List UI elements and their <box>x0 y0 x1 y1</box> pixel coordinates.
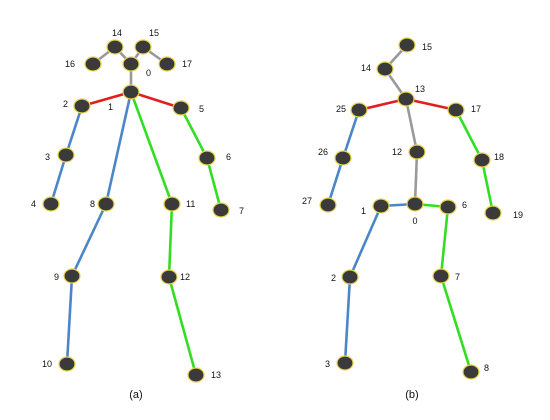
panel-a-joint-13 <box>187 367 205 383</box>
panel-a-bone-1-5 <box>129 90 183 110</box>
panel-a-joint-label-0: 0 <box>146 68 151 78</box>
panel-b-joint-25 <box>350 102 368 118</box>
panel-a-joint-16 <box>84 56 102 72</box>
panel-b-joint-18 <box>473 152 491 168</box>
panel-b-joint-13 <box>397 91 415 107</box>
panel-b-joint-7 <box>432 268 450 284</box>
panel-a-joint-9 <box>63 268 81 284</box>
panel-a-joint-15 <box>134 39 152 55</box>
panel-a-joint-label-13: 13 <box>211 370 221 380</box>
panel-b-joint-label-8: 8 <box>484 363 489 373</box>
panel-a-bone-12-13 <box>167 275 198 377</box>
panel-a-joint-4 <box>42 196 60 212</box>
panel-a-joint-0 <box>122 56 140 72</box>
panel-a-joint-label-16: 16 <box>65 59 75 69</box>
panel-b-joint-3 <box>336 355 354 371</box>
panel-a-joint-label-10: 10 <box>42 359 52 369</box>
panel-b-bone-25-26 <box>341 108 361 160</box>
panel-b-joint-label-17: 17 <box>471 104 481 114</box>
panel-b-joint-label-1: 1 <box>361 206 366 216</box>
panel-b-bone-1-2 <box>348 204 383 279</box>
panel-a-joint-label-12: 12 <box>180 272 190 282</box>
panel-a-joint-5 <box>172 100 190 116</box>
panel-b-joint-label-26: 26 <box>318 147 328 157</box>
panel-a-joint-label-17: 17 <box>182 59 192 69</box>
panel-b-joint-label-27: 27 <box>302 196 312 206</box>
panel-b-bone-12-0 <box>413 150 419 206</box>
panel-b-joint-label-7: 7 <box>455 272 460 282</box>
panel-a-bone-6-7 <box>205 156 223 212</box>
panel-b-joint-2 <box>341 269 359 285</box>
panel-a-joint-label-11: 11 <box>186 199 195 209</box>
panel-a-joint-label-4: 4 <box>31 199 36 209</box>
panel-a-joint-label-5: 5 <box>199 104 204 114</box>
panel-b-joint-27 <box>319 197 337 213</box>
panel-a-joint-label-9: 9 <box>54 272 59 282</box>
panel-a-bone-3-4 <box>49 153 68 206</box>
panel-b-joint-0 <box>406 196 424 212</box>
panel-a-joint-label-2: 2 <box>63 99 68 109</box>
panel-a-joint-6 <box>198 150 216 166</box>
panel-b-joint-label-0: 0 <box>412 216 417 226</box>
panel-a-joint-2 <box>73 98 91 114</box>
panel-a-joint-11 <box>163 196 181 212</box>
panel-b-joint-1 <box>372 198 390 214</box>
panel-a-bone-11-12 <box>167 202 174 279</box>
panel-b-joint-label-15: 15 <box>422 42 432 52</box>
panel-a-bone-5-6 <box>179 106 209 160</box>
panel-a-joint-8 <box>97 196 115 212</box>
panel-a-joint-7 <box>212 202 230 218</box>
panel-a-joint-label-7: 7 <box>239 206 244 216</box>
panel-b-bone-26-27 <box>326 156 345 207</box>
panel-b-bone-6-7 <box>439 205 450 278</box>
panel-a-bone-9-10 <box>65 274 74 366</box>
panel-a-joint-10 <box>58 356 76 372</box>
panel-b-joint-label-13: 13 <box>415 84 425 94</box>
panel-a-joint-14 <box>106 39 124 55</box>
panel-b-joint-label-12: 12 <box>392 147 402 157</box>
panel-b-joint-19 <box>484 205 502 221</box>
panel-a-bone-1-8 <box>104 90 133 206</box>
panel-b-joint-17 <box>447 102 465 118</box>
panel-a-bone-2-3 <box>64 104 84 157</box>
panel-a-joint-label-14: 14 <box>112 28 122 38</box>
panel-b-joint-label-25: 25 <box>336 104 346 114</box>
panel-a-joint-label-1: 1 <box>108 102 113 112</box>
panel-b-caption: (b) <box>405 389 418 401</box>
panel-a-joint-label-15: 15 <box>149 28 159 38</box>
panel-b-joint-label-19: 19 <box>513 210 523 220</box>
panel-b-joint-12 <box>408 144 426 160</box>
panel-b-bone-2-3 <box>343 275 352 365</box>
panel-b-joint-26 <box>334 150 352 166</box>
panel-a-joint-17 <box>158 56 176 72</box>
panel-a-joint-1 <box>122 84 140 100</box>
panel-a-bone-1-11 <box>129 90 174 206</box>
panel-a-bone-8-9 <box>70 202 108 278</box>
panel-b-joint-8 <box>462 364 480 380</box>
panel-a-joint-label-8: 8 <box>90 199 95 209</box>
panel-a-joint-label-3: 3 <box>45 152 50 162</box>
panel-b-bone-13-12 <box>404 97 419 154</box>
panel-b-joint-15 <box>398 37 416 53</box>
panel-b-joint-label-3: 3 <box>325 359 330 369</box>
panel-b-bone-7-8 <box>439 274 473 374</box>
panel-b-bone-18-19 <box>480 158 495 215</box>
panel-a-joint-label-6: 6 <box>226 152 231 162</box>
panel-b-joint-label-18: 18 <box>494 152 504 162</box>
panel-a-caption: (a) <box>129 389 142 401</box>
panel-b-joint-6 <box>439 199 457 215</box>
panel-b-joint-label-2: 2 <box>331 273 336 283</box>
panel-a-joint-3 <box>57 147 75 163</box>
panel-b-joint-14 <box>376 61 394 77</box>
panel-b-bone-17-18 <box>454 108 484 162</box>
panel-a-joint-12 <box>160 269 178 285</box>
panel-b-joint-label-14: 14 <box>361 63 371 73</box>
panel-b-joint-label-6: 6 <box>462 200 467 210</box>
